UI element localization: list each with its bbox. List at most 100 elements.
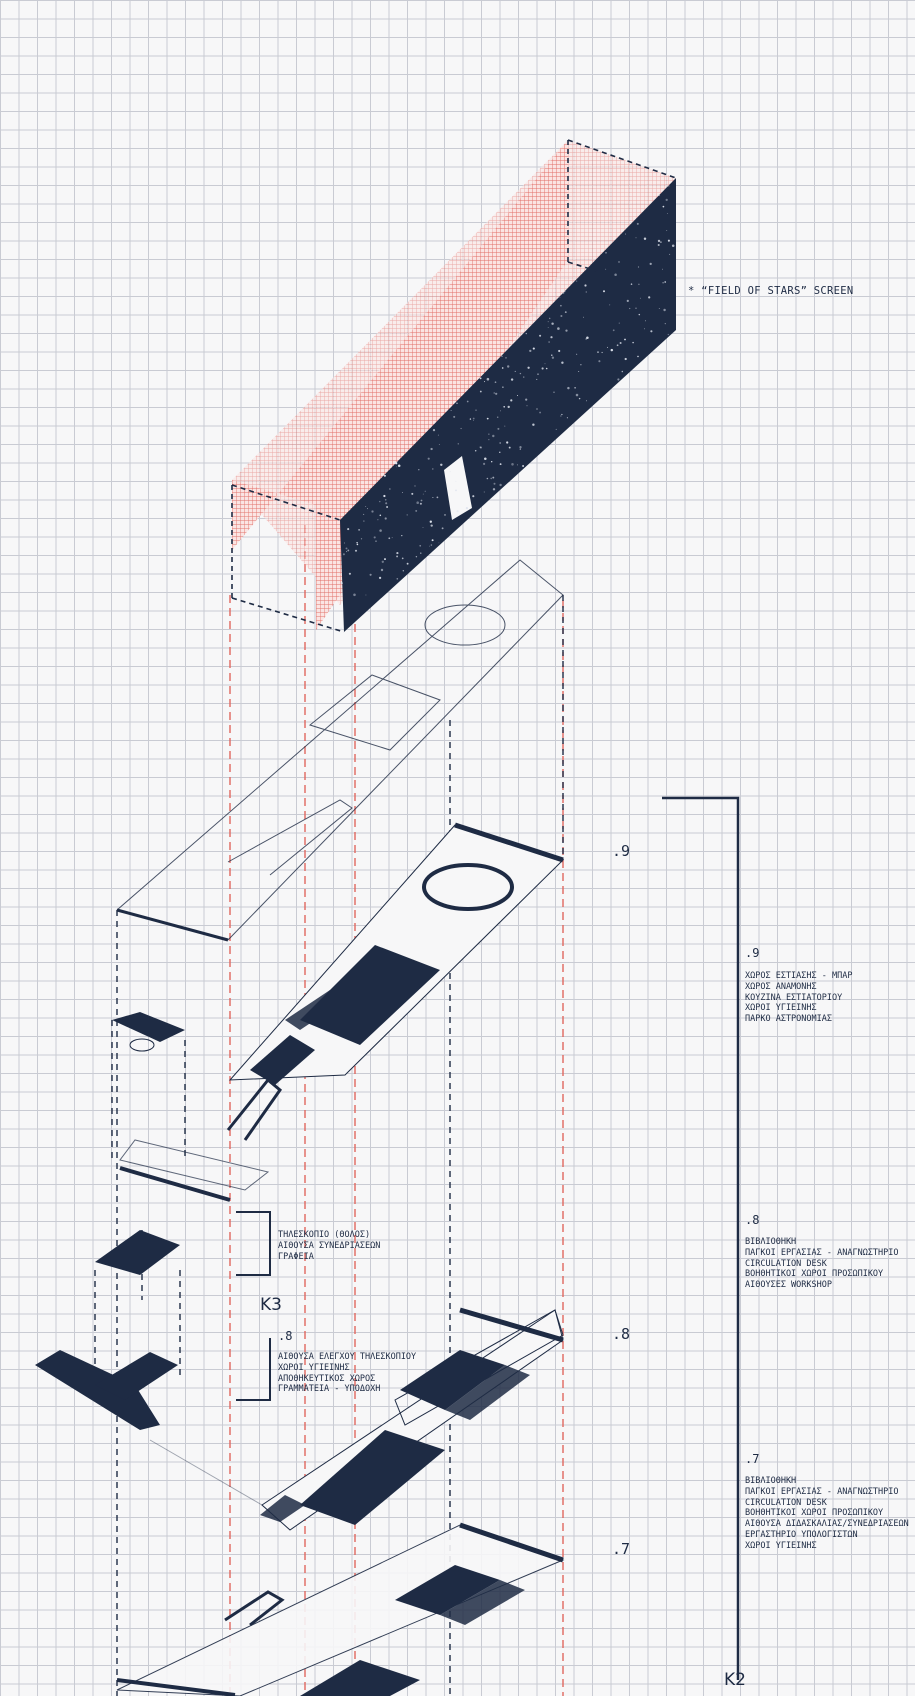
star-speck bbox=[551, 354, 553, 356]
star-speck bbox=[508, 446, 511, 449]
star-speck bbox=[548, 317, 551, 320]
star-speck bbox=[422, 527, 424, 528]
star-speck bbox=[519, 372, 522, 375]
star-speck bbox=[519, 448, 521, 450]
star-speck bbox=[526, 405, 528, 407]
star-speck bbox=[609, 304, 611, 306]
list-item: ΚΟΥΖΙΝΑ ΕΣΤΙΑΤΟΡΙΟΥ bbox=[745, 992, 843, 1003]
list-item: CIRCULATION DESK bbox=[745, 1258, 827, 1269]
star-speck bbox=[385, 502, 388, 505]
star-speck bbox=[486, 377, 490, 381]
star-speck bbox=[493, 392, 495, 394]
star-speck bbox=[578, 397, 581, 400]
star-speck bbox=[501, 367, 504, 369]
level-8-plate bbox=[149, 1307, 564, 1531]
star-speck bbox=[440, 463, 443, 467]
star-speck bbox=[373, 536, 376, 539]
star-speck bbox=[479, 390, 482, 393]
star-speck bbox=[525, 398, 528, 401]
star-speck bbox=[401, 534, 403, 537]
list-item: ΠΑΓΚΟΙ ΕΡΓΑΣΙΑΣ - ΑΝΑΓΝΩΣΤΗΡΙΟ bbox=[745, 1247, 899, 1258]
star-speck bbox=[612, 329, 615, 332]
star-speck bbox=[379, 514, 382, 517]
star-speck bbox=[536, 408, 538, 410]
list-item: ΒΟΗΘΗΤΙΚΟΙ ΧΩΡΟΙ ΠΡΟΣΩΠΙΚΟΥ bbox=[745, 1269, 884, 1280]
star-speck bbox=[396, 552, 399, 555]
star-speck bbox=[603, 290, 605, 293]
star-speck bbox=[419, 502, 422, 505]
star-speck bbox=[431, 539, 434, 542]
star-speck bbox=[384, 498, 387, 501]
k2-label: K2 bbox=[724, 1670, 746, 1690]
star-speck bbox=[389, 488, 391, 490]
star-speck bbox=[411, 492, 414, 495]
star-speck bbox=[441, 527, 444, 530]
star-speck bbox=[501, 355, 503, 357]
star-speck bbox=[644, 320, 647, 322]
star-speck bbox=[450, 409, 452, 411]
star-speck bbox=[371, 510, 374, 513]
star-speck bbox=[574, 386, 576, 389]
star-speck bbox=[438, 542, 440, 544]
level-marker-9: .9 bbox=[612, 842, 631, 860]
star-speck bbox=[397, 464, 401, 467]
star-speck bbox=[396, 578, 399, 580]
star-speck bbox=[551, 356, 555, 359]
star-speck bbox=[375, 540, 377, 542]
star-speck bbox=[384, 517, 387, 520]
star-speck bbox=[626, 299, 629, 303]
star-speck bbox=[635, 307, 637, 309]
k2-level-8-list: ΒΙΒΛΙΟΘΗΚΗ ΠΑΓΚΟΙ ΕΡΓΑΣΙΑΣ - ΑΝΑΓΝΩΣΤΗΡΙ… bbox=[745, 1237, 899, 1291]
star-speck bbox=[507, 405, 510, 409]
star-speck bbox=[499, 442, 502, 444]
star-speck bbox=[505, 357, 507, 359]
list-item: ΑΙΘΟΥΣΑ ΣΥΝΕΔΡΙΑΣΕΩΝ bbox=[278, 1240, 381, 1251]
star-speck bbox=[360, 538, 363, 540]
star-speck bbox=[391, 537, 393, 539]
star-speck bbox=[369, 573, 372, 576]
star-speck bbox=[499, 451, 501, 453]
star-speck bbox=[432, 429, 436, 432]
star-speck bbox=[610, 348, 614, 352]
star-speck bbox=[486, 417, 489, 420]
star-speck bbox=[585, 338, 587, 340]
k3-level-8-title: .8 bbox=[278, 1329, 293, 1343]
star-speck bbox=[607, 346, 608, 348]
star-speck bbox=[479, 377, 482, 380]
star-speck bbox=[475, 409, 477, 411]
star-speck bbox=[484, 381, 485, 383]
star-speck bbox=[584, 284, 587, 287]
star-speck bbox=[658, 308, 660, 309]
star-speck bbox=[638, 283, 640, 286]
star-speck bbox=[502, 386, 504, 388]
star-speck bbox=[490, 477, 493, 480]
star-speck bbox=[666, 212, 669, 215]
star-speck bbox=[381, 560, 384, 563]
star-speck bbox=[644, 328, 645, 330]
star-speck bbox=[438, 443, 440, 445]
star-speck bbox=[662, 282, 664, 284]
k3-label: K3 bbox=[260, 1295, 282, 1315]
star-speck bbox=[347, 528, 350, 531]
list-item: ΠΑΓΚΟΙ ΕΡΓΑΣΙΑΣ - ΑΝΑΓΝΩΣΤΗΡΙΟ bbox=[745, 1486, 899, 1497]
star-speck bbox=[496, 416, 499, 418]
star-speck bbox=[340, 627, 343, 630]
star-speck bbox=[616, 344, 619, 347]
star-speck bbox=[377, 519, 379, 521]
star-speck bbox=[492, 476, 495, 479]
star-speck bbox=[486, 477, 489, 480]
star-speck bbox=[662, 205, 665, 208]
star-speck bbox=[565, 329, 568, 332]
star-speck bbox=[516, 394, 519, 397]
star-speck bbox=[343, 542, 346, 544]
list-item: ΕΡΓΑΣΤΗΡΙΟ ΥΠΟΛΟΓΙΣΤΩΝ bbox=[745, 1529, 858, 1540]
star-speck bbox=[432, 468, 434, 470]
star-speck bbox=[555, 428, 557, 430]
star-speck bbox=[345, 547, 348, 550]
star-speck bbox=[420, 499, 423, 502]
star-speck bbox=[339, 573, 341, 576]
star-speck bbox=[453, 415, 456, 418]
star-speck bbox=[522, 465, 525, 467]
list-item: ΒΙΒΛΙΟΘΗΚΗ bbox=[745, 1476, 797, 1486]
